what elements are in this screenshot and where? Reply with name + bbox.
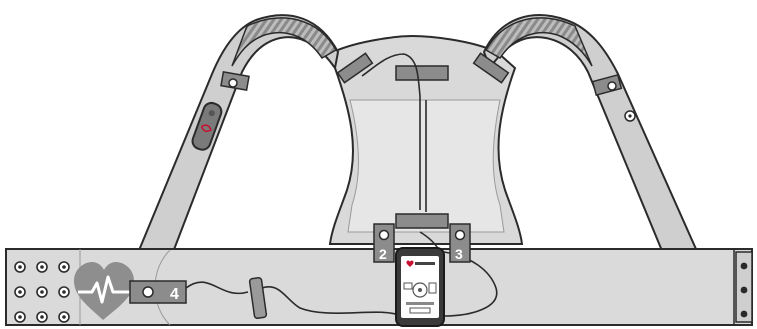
marker-4-snap: [142, 286, 154, 298]
smartphone-icon: [395, 247, 445, 327]
left-strap-snap: [228, 78, 238, 88]
marker-4-label: 4: [170, 286, 179, 303]
heart-pulse-icon: [74, 262, 134, 320]
right-strap-snap: [607, 81, 617, 91]
left-panel-tab: [336, 52, 374, 84]
right-panel-tab: [472, 52, 510, 84]
marker-2-label: 2: [379, 246, 387, 262]
left-strap-padding: [231, 17, 338, 67]
belt-end-snap-3: [740, 310, 748, 318]
vibration-sensor-icon: [191, 101, 223, 151]
marker-4-tab: [129, 280, 187, 304]
belt-hole-centers: [18, 265, 66, 319]
right-strap-padding: [484, 17, 593, 67]
left-shoulder-strap: [133, 14, 340, 261]
lower-panel-patch: [395, 213, 449, 229]
marker-3-label: 3: [455, 246, 463, 262]
right-strap-button-dot: [628, 114, 632, 118]
top-panel-patch: [395, 65, 449, 81]
right-shoulder-strap: [482, 14, 702, 259]
cable-clip: [248, 276, 268, 320]
marker-2-snap: [378, 229, 390, 241]
marker-3-snap: [454, 229, 466, 241]
belt-cable: [185, 281, 403, 317]
belt-end-snap-1: [740, 262, 748, 270]
belt-end-snap-2: [740, 286, 748, 294]
